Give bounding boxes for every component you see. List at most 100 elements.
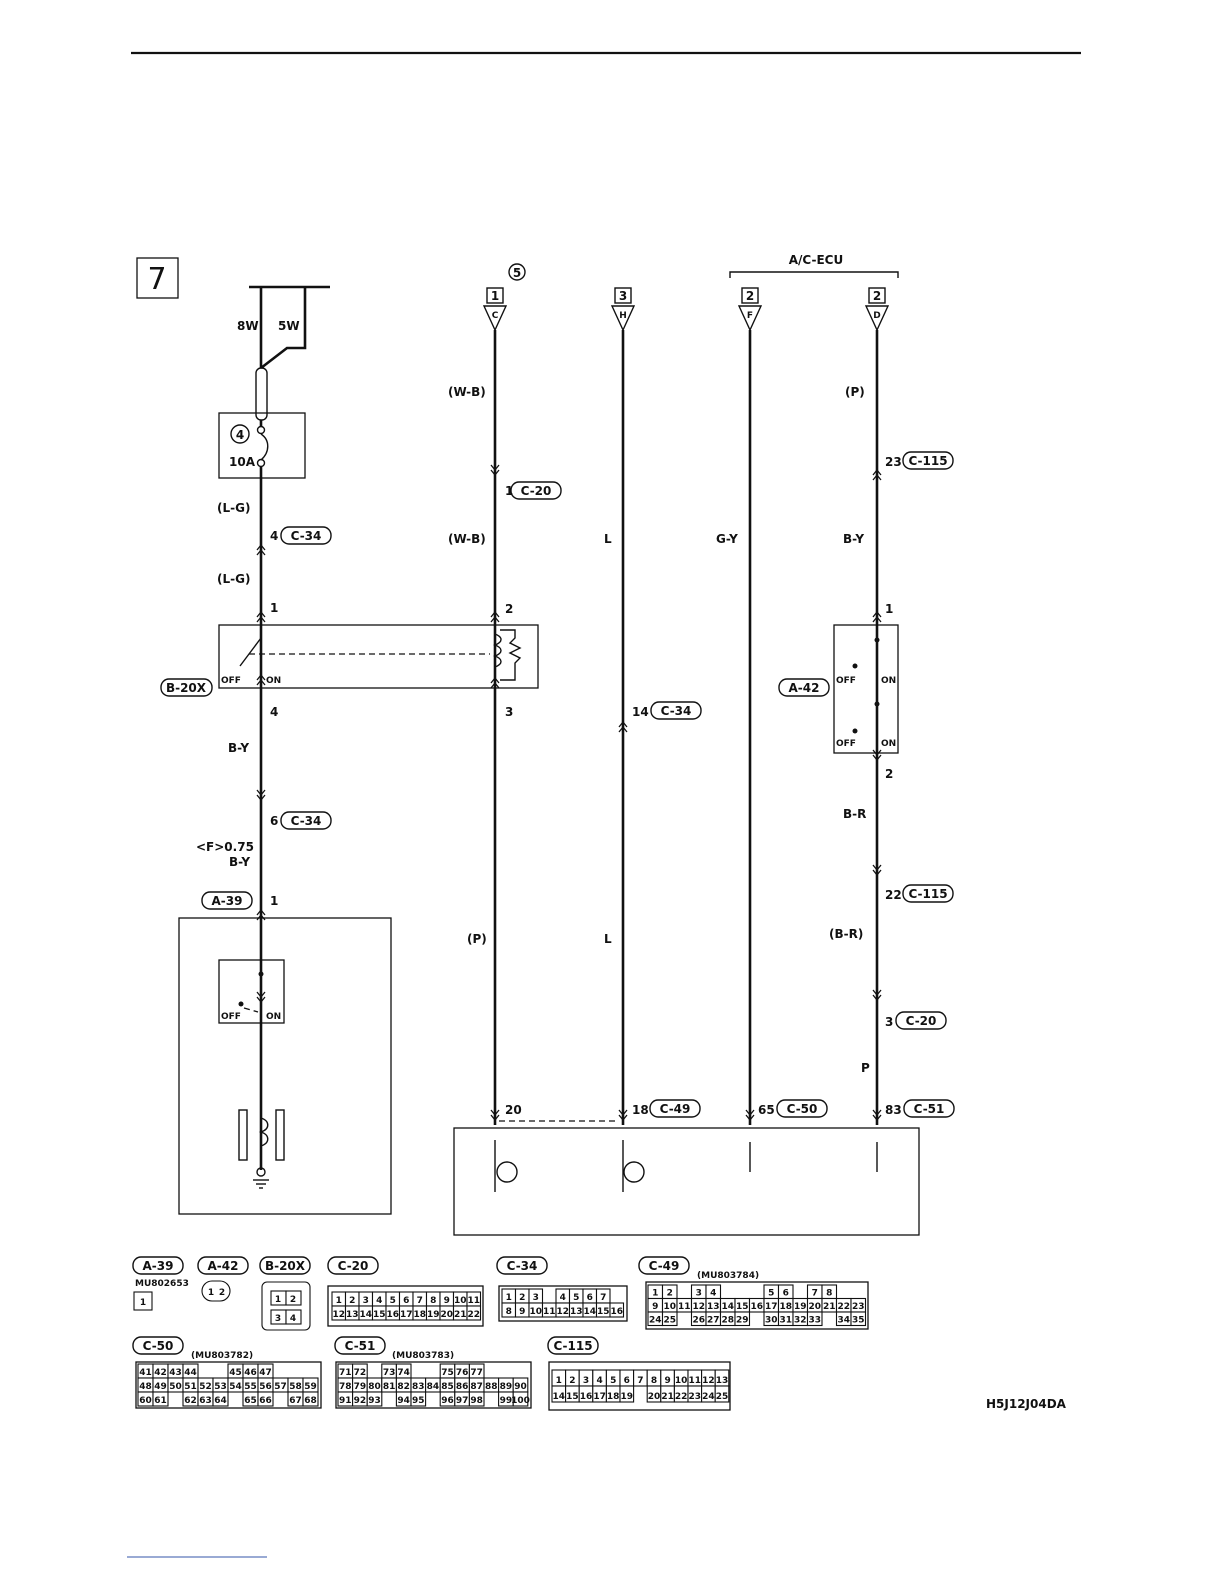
wire-label-by-d: B-Y [843,532,864,546]
feed-terminal-letter: C [492,311,499,321]
legend-pin-number: 46 [244,1368,257,1378]
legend-pin-number: 16 [610,1307,623,1317]
legend-pin-number: 79 [354,1382,367,1392]
pin-c51-83: 83 [885,1103,902,1117]
relay-coil-icon [493,633,502,668]
legend-pin-number: 19 [427,1310,440,1320]
legend-pin-number: 30 [765,1316,778,1326]
legend-pin-number: 7 [637,1376,643,1386]
feed-box-number: 2 [873,289,881,303]
legend-pin-number: 15 [566,1392,579,1402]
legend-pin-number: 15 [597,1307,610,1317]
legend-pin-number: 86 [456,1382,469,1392]
legend-pin-number: 57 [274,1382,287,1392]
pin-a42-2: 2 [885,767,893,781]
svg-text:3: 3 [275,1314,281,1324]
switch-a42-off-1: OFF [836,676,856,686]
center-circuits: (W-B) 1 C-20 (W-B) 2 3 (P) L 14 C-34 L G… [448,330,955,1236]
ref-c34-a: C-34 [291,529,322,543]
feed-terminals: 5 A/C-ECU [508,253,899,281]
relay-on: ON [266,676,281,686]
legend-pin-cell [661,1311,678,1327]
connector-arrow-mark [618,720,628,733]
legend-pin-number: 9 [519,1307,525,1317]
connector-arrow-mark [490,676,500,689]
feed-box-number: 1 [491,289,499,303]
legend-c51-name: C-51 [345,1339,376,1353]
wire-label-by-a: B-Y [228,741,249,755]
legend-pin-cell [257,1391,274,1407]
connector-arrow-mark [490,610,500,623]
legend-pin-number: 34 [837,1316,850,1326]
svg-text:2: 2 [290,1295,296,1305]
wire-label-gy: G-Y [716,532,738,546]
legend-pin-number: 3 [363,1296,369,1306]
wire-label-lg-2: (L-G) [217,572,250,586]
legend-pin-number: 4 [560,1293,566,1303]
ref-c20-a: C-20 [521,484,552,498]
wire-8w-label: 8W [237,319,259,333]
legend-pin-number: 27 [707,1316,720,1326]
legend-pin-number: 53 [214,1382,227,1392]
ref-c34-b: C-34 [291,814,322,828]
connector-arrow-mark [872,610,882,623]
legend-pin-number: 11 [689,1376,702,1386]
connector-arrow-mark [872,468,882,481]
legend-pin-number: 63 [199,1396,212,1406]
legend-pin-number: 3 [696,1289,702,1299]
legend-pin-number: 33 [808,1316,821,1326]
pin-a42-1: 1 [885,602,893,616]
switch-a42-on-2: ON [881,739,896,749]
legend-pin-number: 48 [139,1382,152,1392]
legend-pin-number: 16 [386,1310,399,1320]
connector-arrow-mark [256,991,266,1004]
legend-pin-number: 16 [580,1392,593,1402]
section-number: 7 [147,262,166,297]
relay-off: OFF [221,676,241,686]
legend-b20x-name: B-20X [265,1259,306,1273]
legend-pin-number: 4 [710,1289,716,1299]
circled-5-ring [508,263,526,281]
connector-arrow-mark [618,1109,628,1122]
pin-c20-3: 3 [885,1015,893,1029]
legend-pin-number: 20 [440,1310,453,1320]
legend-pin-number: 26 [692,1316,705,1326]
legend-c50-name: C-50 [143,1339,174,1353]
connector-arrow-mark [872,864,882,877]
legend-pin-cell [466,1305,482,1321]
legend-pin-number: 13 [716,1376,729,1386]
drawing-code: H5J12J04DA [986,1397,1067,1411]
connector-arrow-mark [490,1109,500,1122]
connector-legend: A-39 MU802653 1 A-42 1 2 B-20X 1 2 3 4 C… [132,1256,1067,1411]
legend-a39-part: MU802653 [135,1279,189,1289]
legend-pin-number: 9 [652,1302,658,1312]
relay-b20x-box [218,624,539,689]
legend-pin-number: 98 [470,1396,483,1406]
legend-pin-number: 14 [721,1302,734,1312]
legend-pin-number: 14 [583,1307,596,1317]
switch-a42-on-1: ON [881,676,896,686]
legend-pin-number: 9 [664,1376,670,1386]
legend-pin-number: 75 [441,1368,454,1378]
legend-pin-number: 10 [663,1302,676,1312]
resistor-icon [500,629,522,681]
feed-terminal-h: 3H [610,287,636,332]
legend-pin-number: 19 [621,1392,634,1402]
legend-pin-number: 43 [169,1368,182,1378]
legend-pin-number: 14 [359,1310,372,1320]
legend-pin-number: 22 [837,1302,850,1312]
legend-pin-number: 51 [184,1382,197,1392]
legend-pin-number: 2 [349,1296,355,1306]
svg-text:2: 2 [219,1288,225,1298]
legend-pin-number: 85 [441,1382,454,1392]
legend-pin-number: 8 [430,1296,436,1306]
connector-arrow-mark [872,989,882,1002]
legend-pin-number: 9 [444,1296,450,1306]
legend-a39-name: A-39 [143,1259,174,1273]
legend-pin-cell [212,1391,229,1407]
legend-pin-number: 19 [794,1302,807,1312]
legend-pin-number: 20 [648,1392,661,1402]
legend-pin-number: 94 [397,1396,410,1406]
